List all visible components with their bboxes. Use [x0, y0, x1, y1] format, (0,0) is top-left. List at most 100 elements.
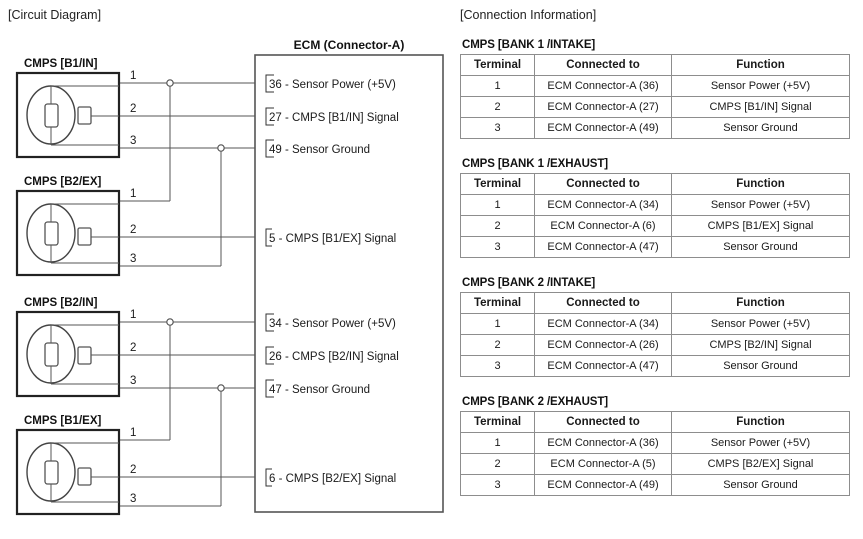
cell-terminal: 1 [460, 194, 535, 216]
cell-terminal: 2 [460, 334, 535, 356]
column-header-function: Function [671, 173, 850, 195]
cell-terminal: 2 [460, 96, 535, 118]
sensor-symbol-b2in [15, 310, 121, 398]
column-header-terminal: Terminal [460, 173, 535, 195]
column-header-terminal: Terminal [460, 411, 535, 433]
sensor-label-b1in: CMPS [B1/IN] [24, 58, 98, 70]
cell-function: Sensor Ground [671, 474, 850, 496]
pin-bracket-26 [265, 346, 274, 365]
table-row: 1 ECM Connector-A (34) Sensor Power (+5V… [460, 313, 850, 335]
column-header-function: Function [671, 411, 850, 433]
circuit-diagram-panel: [Circuit Diagram] [8, 8, 444, 516]
table-caption-bank1-intake: CMPS [BANK 1 /INTAKE] [462, 39, 596, 51]
ecm-connector-label: ECM (Connector-A) [294, 38, 405, 52]
table-header-row: Terminal Connected to Function [460, 292, 850, 314]
ecm-connector-box [254, 54, 444, 513]
ecm-pin-label-47: 47 - Sensor Ground [269, 384, 370, 396]
sensor-symbol-b1ex [15, 428, 121, 516]
cell-terminal: 1 [460, 313, 535, 335]
table-group-bank2-intake: CMPS [BANK 2 /INTAKE] Terminal Connected… [460, 277, 850, 377]
pin-bracket-5 [265, 228, 272, 247]
sensor-symbol-b2ex [15, 189, 121, 277]
cell-connected-to: ECM Connector-A (49) [534, 117, 672, 139]
cell-terminal: 3 [460, 117, 535, 139]
sensor-label-b1ex: CMPS [B1/EX] [24, 415, 101, 427]
junction-node-power-bank2 [166, 318, 174, 326]
table-row: 1 ECM Connector-A (34) Sensor Power (+5V… [460, 194, 850, 216]
table-row: 2 ECM Connector-A (27) CMPS [B1/IN] Sign… [460, 96, 850, 118]
ecm-pin-label-6: 6 - CMPS [B2/EX] Signal [269, 473, 396, 485]
cell-terminal: 2 [460, 453, 535, 475]
cell-connected-to: ECM Connector-A (6) [534, 215, 672, 237]
cell-connected-to: ECM Connector-A (49) [534, 474, 672, 496]
terminal-number-b1in-3: 3 [130, 135, 136, 147]
sensor-label-b2ex: CMPS [B2/EX] [24, 176, 101, 188]
junction-node-ground-bank1 [217, 144, 225, 152]
connection-information-panel: [Connection Information] CMPS [BANK 1 /I… [455, 0, 863, 539]
table-row: 2 ECM Connector-A (6) CMPS [B1/EX] Signa… [460, 215, 850, 237]
terminal-number-b1in-1: 1 [130, 70, 136, 82]
cell-function: Sensor Ground [671, 117, 850, 139]
table-row: 2 ECM Connector-A (5) CMPS [B2/EX] Signa… [460, 453, 850, 475]
cell-terminal: 3 [460, 474, 535, 496]
cell-function: Sensor Power (+5V) [671, 432, 850, 454]
ecm-pin-label-5: 5 - CMPS [B1/EX] Signal [269, 233, 396, 245]
cell-connected-to: ECM Connector-A (36) [534, 75, 672, 97]
column-header-connected-to: Connected to [534, 292, 672, 314]
terminal-number-b2in-2: 2 [130, 342, 136, 354]
column-header-connected-to: Connected to [534, 54, 672, 76]
table-header-row: Terminal Connected to Function [460, 54, 850, 76]
table-row: 1 ECM Connector-A (36) Sensor Power (+5V… [460, 75, 850, 97]
table-row: 2 ECM Connector-A (26) CMPS [B2/IN] Sign… [460, 334, 850, 356]
pin-bracket-49 [265, 139, 274, 158]
terminal-number-b1ex-3: 3 [130, 493, 136, 505]
cell-connected-to: ECM Connector-A (47) [534, 236, 672, 258]
connection-table-bank1-intake: Terminal Connected to Function 1 ECM Con… [460, 54, 850, 139]
column-header-function: Function [671, 292, 850, 314]
table-row: 3 ECM Connector-A (47) Sensor Ground [460, 236, 850, 258]
pin-bracket-47 [265, 379, 274, 398]
cell-terminal: 3 [460, 236, 535, 258]
cell-connected-to: ECM Connector-A (36) [534, 432, 672, 454]
cell-function: Sensor Ground [671, 355, 850, 377]
cell-terminal: 2 [460, 215, 535, 237]
cell-function: CMPS [B1/IN] Signal [671, 96, 850, 118]
cell-connected-to: ECM Connector-A (47) [534, 355, 672, 377]
table-header-row: Terminal Connected to Function [460, 173, 850, 195]
table-row: 1 ECM Connector-A (36) Sensor Power (+5V… [460, 432, 850, 454]
connection-table-bank2-intake: Terminal Connected to Function 1 ECM Con… [460, 292, 850, 377]
ecm-pin-label-49: 49 - Sensor Ground [269, 144, 370, 156]
cell-function: CMPS [B2/IN] Signal [671, 334, 850, 356]
table-group-bank1-intake: CMPS [BANK 1 /INTAKE] Terminal Connected… [460, 39, 850, 139]
ecm-pin-label-36: 36 - Sensor Power (+5V) [269, 79, 396, 91]
connection-information-title: [Connection Information] [460, 8, 597, 22]
table-group-bank1-exhaust: CMPS [BANK 1 /EXHAUST] Terminal Connecte… [460, 158, 850, 258]
terminal-number-b2in-1: 1 [130, 309, 136, 321]
sensor-label-b2in: CMPS [B2/IN] [24, 297, 98, 309]
cell-connected-to: ECM Connector-A (27) [534, 96, 672, 118]
column-header-function: Function [671, 54, 850, 76]
cell-terminal: 3 [460, 355, 535, 377]
column-header-connected-to: Connected to [534, 411, 672, 433]
cell-function: CMPS [B2/EX] Signal [671, 453, 850, 475]
terminal-number-b2ex-1: 1 [130, 188, 136, 200]
terminal-number-b1in-2: 2 [130, 103, 136, 115]
cell-connected-to: ECM Connector-A (34) [534, 194, 672, 216]
circuit-schematic: ECM (Connector-A) CMPS [B1/IN] CMPS [B2/… [15, 38, 444, 516]
junction-node-ground-bank2 [217, 384, 225, 392]
pin-bracket-34 [265, 313, 274, 332]
terminal-number-b1ex-2: 2 [130, 464, 136, 476]
circuit-diagram-title: [Circuit Diagram] [8, 8, 102, 22]
column-header-connected-to: Connected to [534, 173, 672, 195]
connection-table-bank1-exhaust: Terminal Connected to Function 1 ECM Con… [460, 173, 850, 258]
cell-function: CMPS [B1/EX] Signal [671, 215, 850, 237]
table-row: 3 ECM Connector-A (47) Sensor Ground [460, 355, 850, 377]
ecm-pin-label-34: 34 - Sensor Power (+5V) [269, 318, 396, 330]
sensor-symbol-b1in [15, 71, 121, 159]
column-header-terminal: Terminal [460, 292, 535, 314]
terminal-number-b2ex-2: 2 [130, 224, 136, 236]
terminal-number-b2in-3: 3 [130, 375, 136, 387]
table-row: 3 ECM Connector-A (49) Sensor Ground [460, 474, 850, 496]
table-caption-bank1-exhaust: CMPS [BANK 1 /EXHAUST] [462, 158, 609, 170]
connection-table-bank2-exhaust: Terminal Connected to Function 1 ECM Con… [460, 411, 850, 496]
